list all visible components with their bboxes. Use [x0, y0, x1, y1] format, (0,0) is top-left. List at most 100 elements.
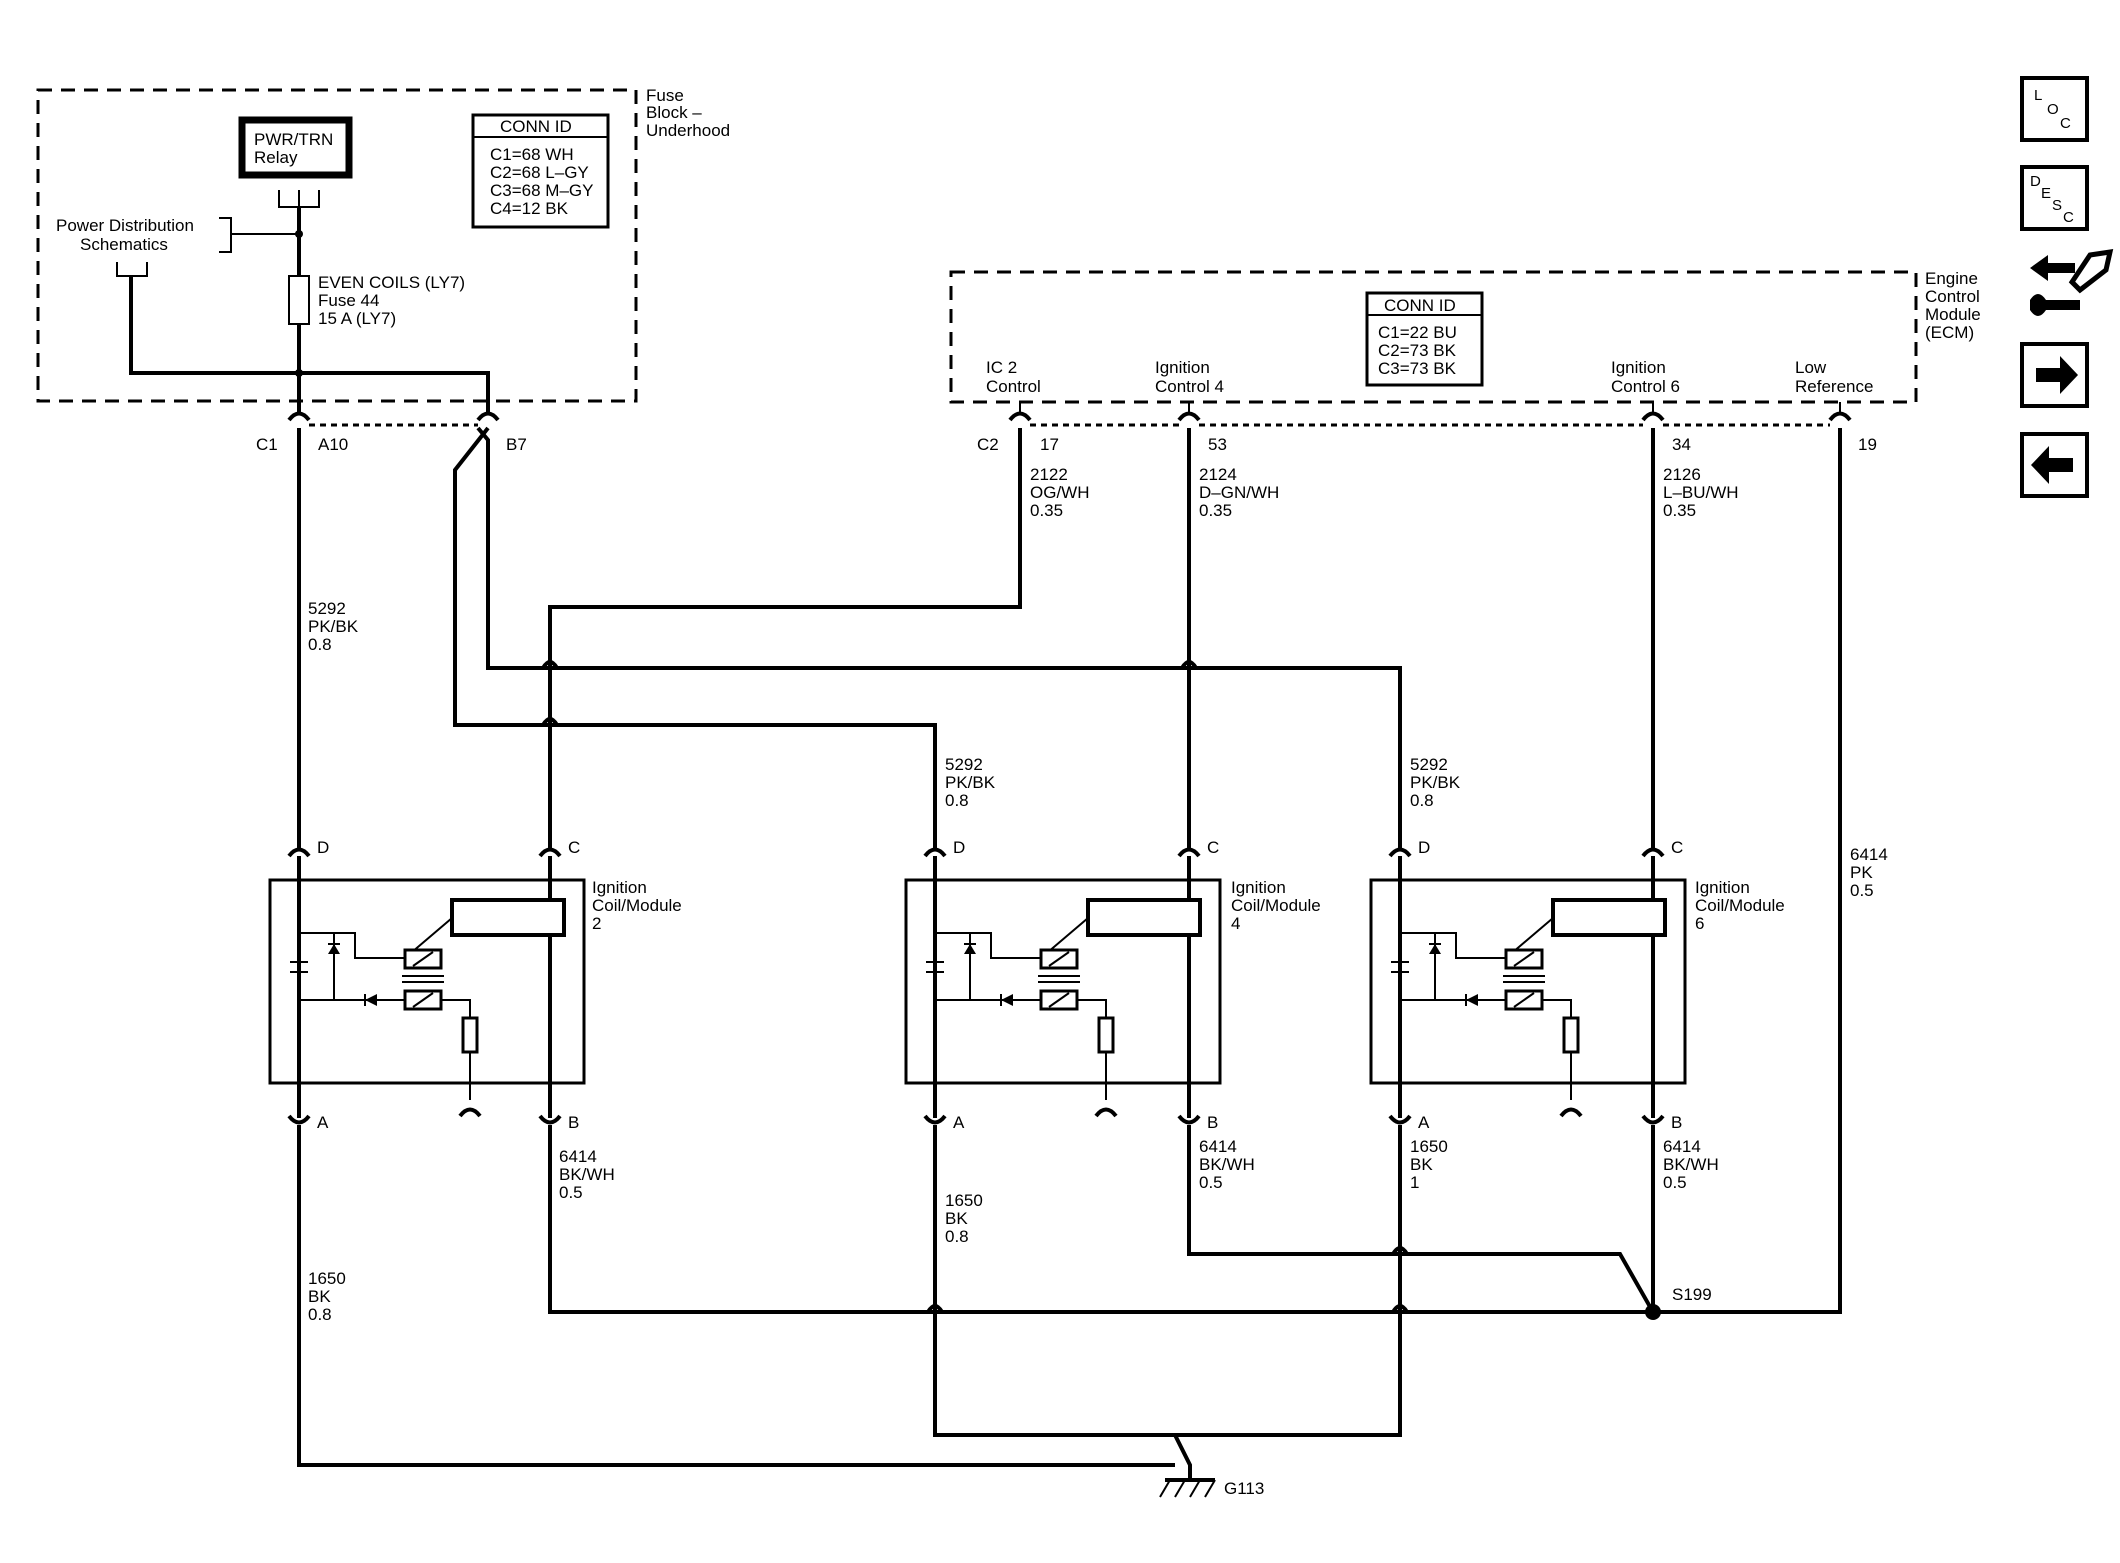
wire-coil6-a-line2: BK [1410, 1155, 1433, 1174]
wire-coil6-a-line1: 1650 [1410, 1137, 1448, 1156]
coil4-pin-b: B [1207, 1113, 1218, 1132]
wire-paths: S199 G113 [297, 426, 1842, 1498]
loc-letter-o: O [2047, 101, 2059, 118]
coil6-label-line1: Ignition [1695, 878, 1750, 897]
ecm-pin-17: 17 [1040, 435, 1059, 454]
coil4-pin-c: C [1207, 838, 1219, 857]
coil2-label-line3: 2 [592, 914, 601, 933]
ecm-pin-19: 19 [1858, 435, 1877, 454]
fuse-label-line2: Fuse 44 [318, 291, 379, 310]
wire-feed-main-line2: PK/BK [308, 617, 359, 636]
wire-coil6-a-line3: 1 [1410, 1173, 1419, 1192]
loc-button[interactable]: L O C [2020, 76, 2089, 142]
wire-coil2-a-line1: 1650 [308, 1269, 346, 1288]
splice-s199: S199 [1672, 1285, 1712, 1304]
power-dist-label-line1: Power Distribution [56, 216, 194, 235]
ecm-pin-lowref-label-line2: Reference [1795, 377, 1873, 396]
ecm-title-line1: Engine [1925, 269, 1978, 288]
coil2-pin-b: B [568, 1113, 579, 1132]
desc-button[interactable]: D E S C [2020, 165, 2089, 231]
ecm-pin-ic2-label-line2: Control [986, 377, 1041, 396]
wire-coil4-b-line2: BK/WH [1199, 1155, 1255, 1174]
fuse-conn-row-2: C2=68 L–GY [490, 163, 589, 182]
coil6-pin-b: B [1671, 1113, 1682, 1132]
wire-coil2-b-line1: 6414 [559, 1147, 597, 1166]
fuse-block-title-line1: Fuse [646, 86, 684, 105]
fuse-label-line3: 15 A (LY7) [318, 309, 396, 328]
coil4-pin-a: A [953, 1113, 965, 1132]
coil6-pin-c: C [1671, 838, 1683, 857]
desc-letter-e: E [2041, 185, 2051, 202]
connector-swap-icon[interactable] [2030, 248, 2114, 316]
engine-control-module: Engine Control Module (ECM) CONN ID C1=2… [949, 269, 1981, 454]
wire-coil4-a-line1: 1650 [945, 1191, 983, 1210]
ecm-connector-c2: C2 [977, 435, 999, 454]
desc-letter-c: C [2063, 209, 2074, 226]
wire-coil6-b-line1: 6414 [1663, 1137, 1701, 1156]
pwr-trn-relay-box [238, 116, 353, 179]
ground-g113: G113 [1224, 1479, 1264, 1498]
arrow-right-icon [2036, 356, 2078, 394]
fuse-connector-c1: C1 [256, 435, 278, 454]
coil4-label-line2: Coil/Module [1231, 896, 1321, 915]
wire-coil2-b-line2: BK/WH [559, 1165, 615, 1184]
loc-letter-c: C [2060, 115, 2071, 132]
fuse-pin-b7: B7 [506, 435, 527, 454]
ecm-pin-53: 53 [1208, 435, 1227, 454]
ecm-pin-ic4-label-line1: Ignition [1155, 358, 1210, 377]
ecm-conn-row-1: C1=22 BU [1378, 323, 1457, 342]
wire-ic6-line2: L–BU/WH [1663, 483, 1739, 502]
loc-letter-l: L [2034, 87, 2042, 104]
ecm-pin-lowref-label-line1: Low [1795, 358, 1827, 377]
fuse-block-title-line2: Block – [646, 103, 702, 122]
coil2-label-line2: Coil/Module [592, 896, 682, 915]
fuse-conn-row-4: C4=12 BK [490, 199, 569, 218]
wire-coil4-a-line2: BK [945, 1209, 968, 1228]
previous-page-button[interactable] [2020, 432, 2089, 498]
fuse-block-title-line3: Underhood [646, 121, 730, 140]
coil6-pin-d: D [1418, 838, 1430, 857]
wire-coil2-b-line3: 0.5 [559, 1183, 583, 1202]
wire-feed-coil4-line3: 0.8 [945, 791, 969, 810]
next-page-button[interactable] [2020, 342, 2089, 408]
wire-feed-main-line1: 5292 [308, 599, 346, 618]
ignition-coil-module-2: D C A B Ignition Coil/Module 2 [268, 838, 682, 1132]
fuse-conn-id-box [471, 113, 610, 229]
coil2-pin-c: C [568, 838, 580, 857]
coil4-label-line1: Ignition [1231, 878, 1286, 897]
wire-feed-coil6-line2: PK/BK [1410, 773, 1461, 792]
ecm-pin-ic6-label-line2: Control 6 [1611, 377, 1680, 396]
fuse-label-line1: EVEN COILS (LY7) [318, 273, 465, 292]
ecm-conn-id-box [1365, 291, 1484, 387]
wire-ic6-line3: 0.35 [1663, 501, 1696, 520]
coil6-pin-a: A [1418, 1113, 1430, 1132]
ecm-conn-row-2: C2=73 BK [1378, 341, 1457, 360]
fuse-44 [288, 275, 310, 325]
wire-ic2-line2: OG/WH [1030, 483, 1090, 502]
relay-label-line1: PWR/TRN [254, 130, 333, 149]
ignition-coil-module-6: D C A B Ignition Coil/Module 6 [1369, 838, 1785, 1132]
ecm-pin-34: 34 [1672, 435, 1691, 454]
wire-coil6-b-line3: 0.5 [1663, 1173, 1687, 1192]
ecm-title-line3: Module [1925, 305, 1981, 324]
fuse-conn-row-1: C1=68 WH [490, 145, 574, 164]
coil2-pin-d: D [317, 838, 329, 857]
ecm-conn-row-3: C3=73 BK [1378, 359, 1457, 378]
arrow-left-icon [2031, 446, 2073, 484]
ignition-coil-module-4: D C A B Ignition Coil/Module 4 [904, 838, 1321, 1132]
coil2-pin-a: A [317, 1113, 329, 1132]
wire-low-ref-line2: PK [1850, 863, 1873, 882]
wire-feed-coil4-line2: PK/BK [945, 773, 996, 792]
splice-s199-dot [1645, 1304, 1661, 1320]
wire-feed-coil6-line3: 0.8 [1410, 791, 1434, 810]
coil2-label-line1: Ignition [592, 878, 647, 897]
wire-coil4-a-line3: 0.8 [945, 1227, 969, 1246]
wire-ic6-line1: 2126 [1663, 465, 1701, 484]
fuse-block-underhood: Fuse Block – Underhood PWR/TRN Relay Pow… [36, 86, 730, 454]
wire-ic2-line1: 2122 [1030, 465, 1068, 484]
coil6-label-line3: 6 [1695, 914, 1704, 933]
nav-buttons: L O C D E S C [2020, 76, 2114, 498]
wire-coil6-b-line2: BK/WH [1663, 1155, 1719, 1174]
ecm-title-line4: (ECM) [1925, 323, 1974, 342]
